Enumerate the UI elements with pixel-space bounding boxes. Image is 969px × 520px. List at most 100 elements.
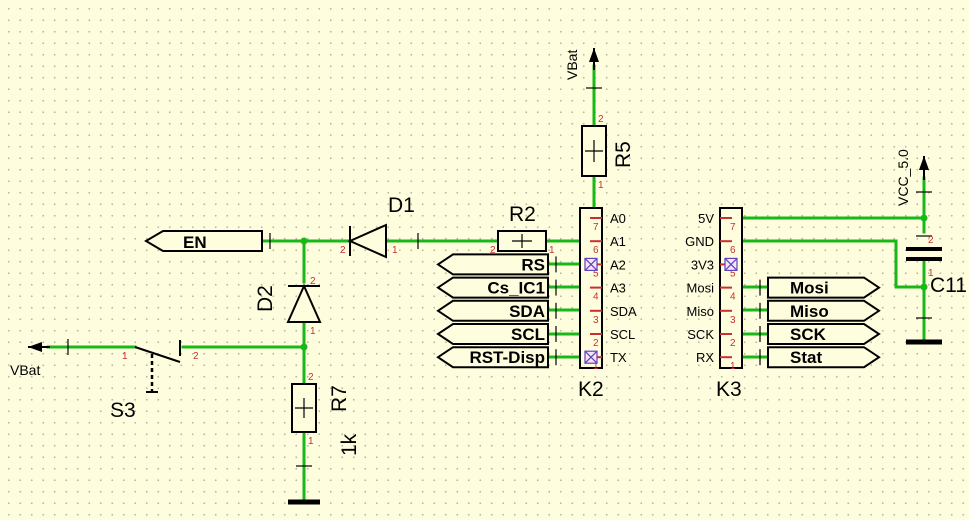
k2-pin-num: 5 — [593, 268, 599, 279]
k2-pin-num: 1 — [593, 361, 599, 372]
resistor-r5: 2 1 R5 — [581, 114, 635, 191]
net-label-stat: Stat — [759, 346, 881, 369]
vbat-left-label: VBat — [10, 362, 40, 378]
svg-text:SCL: SCL — [511, 325, 545, 344]
k3-pin-name: Mosi — [687, 281, 715, 296]
k3-pin-name: SCK — [687, 327, 714, 342]
k3-pin-num: 7 — [730, 222, 736, 233]
d1-label: D1 — [388, 194, 415, 217]
vcc-label: VCC_5.0 — [895, 149, 911, 206]
junction-5v — [920, 214, 928, 222]
k2-pin-name: SDA — [610, 304, 637, 319]
k3-pin-name: RX — [696, 350, 714, 365]
svg-text:1: 1 — [928, 268, 934, 279]
k3-pin-name: 5V — [698, 211, 714, 226]
vbat-left-symbol: VBat — [10, 339, 69, 378]
svg-text:2: 2 — [928, 235, 934, 246]
k3-pin-mosi: 4 Mosi — [687, 281, 736, 303]
k2-pin-name: A1 — [610, 234, 626, 249]
junction-s3 — [300, 343, 308, 351]
no-connect-marker — [584, 350, 598, 364]
k3-pin-num: 5 — [730, 268, 736, 279]
svg-text:2: 2 — [598, 114, 604, 125]
svg-text:2: 2 — [308, 372, 314, 383]
k2-pin-scl: 2 SCL — [590, 327, 635, 349]
s3-label: S3 — [110, 399, 136, 422]
svg-text:SDA: SDA — [509, 302, 545, 321]
no-connect-marker — [724, 257, 738, 271]
k3-pin-rx: 1 RX — [696, 350, 736, 372]
k2-pin-name: A0 — [610, 211, 626, 226]
svg-text:Miso: Miso — [790, 302, 829, 321]
k2-pin-name: A3 — [610, 281, 626, 296]
vbat-top-label: VBat — [564, 50, 580, 80]
k2-label: K2 — [578, 378, 604, 401]
k3-pin-num: 1 — [730, 361, 736, 372]
k3-pin-num: 6 — [730, 245, 736, 256]
diode-d2: 2 1 D2 — [254, 276, 322, 337]
svg-text:1: 1 — [598, 180, 604, 191]
switch-s3: 1 2 S3 — [110, 340, 199, 422]
r7-label: R7 — [328, 385, 351, 412]
k3-pin-num: 2 — [730, 338, 736, 349]
svg-text:SCK: SCK — [790, 325, 827, 344]
net-label-en: EN — [144, 230, 271, 252]
svg-text:RST-Disp: RST-Disp — [469, 348, 545, 367]
k2-pin-name: TX — [610, 350, 627, 365]
k3-label: K3 — [716, 378, 742, 401]
junction-gnd — [920, 283, 928, 291]
svg-text:2: 2 — [310, 276, 316, 287]
svg-text:1: 1 — [308, 436, 314, 447]
k2-pin-a0: 7 A0 — [590, 211, 626, 233]
k2-pin-num: 6 — [593, 245, 599, 256]
k2-pin-num: 2 — [593, 338, 599, 349]
junction-en — [300, 237, 308, 245]
vcc-symbol: VCC_5.0 — [895, 149, 932, 206]
k3-pin-sck: 2 SCK — [687, 327, 736, 349]
svg-text:2: 2 — [193, 351, 199, 362]
k2-pin-sda: 3 SDA — [590, 304, 637, 326]
k2-pin-name: SCL — [610, 327, 635, 342]
k3-pin-gnd: 6 GND — [685, 234, 736, 256]
svg-text:EN: EN — [183, 233, 207, 252]
r2-label: R2 — [509, 203, 536, 226]
net-label-sck: SCK — [759, 323, 881, 345]
r7-value: 1k — [338, 433, 361, 456]
capacitor-c11: 2 1 C11 — [906, 235, 967, 297]
net-label-rst: RST-Disp — [436, 346, 557, 369]
net-label-rs: RS — [436, 253, 557, 276]
svg-text:1: 1 — [310, 326, 316, 337]
k3-pin-name: GND — [685, 234, 714, 249]
k2-pin-a1: 6 A1 — [590, 234, 626, 256]
svg-text:RS: RS — [521, 255, 545, 274]
k3-pin-name: Miso — [687, 304, 714, 319]
d2-label: D2 — [254, 285, 277, 312]
k2-pin-num: 4 — [593, 292, 599, 303]
svg-text:2: 2 — [340, 245, 346, 256]
k3-pin-num: 4 — [730, 292, 736, 303]
k2-pin-num: 3 — [593, 315, 599, 326]
resistor-r2: 2 1 R2 — [490, 203, 555, 256]
net-label-sda: SDA — [436, 299, 557, 322]
svg-text:2: 2 — [490, 245, 496, 256]
k3-pin-name: 3V3 — [691, 257, 714, 272]
svg-text:Stat: Stat — [790, 348, 822, 367]
net-label-miso: Miso — [759, 299, 881, 322]
svg-text:1: 1 — [392, 245, 398, 256]
c11-label: C11 — [930, 274, 967, 297]
net-label-cs: Cs_IC1 — [436, 276, 557, 299]
net-label-scl: SCL — [436, 323, 557, 345]
vbat-top-symbol: VBat — [564, 48, 602, 89]
net-label-mosi: Mosi — [759, 276, 881, 299]
r5-label: R5 — [612, 141, 635, 168]
no-connect-marker — [584, 257, 598, 271]
k2-pin-num: 7 — [593, 222, 599, 233]
